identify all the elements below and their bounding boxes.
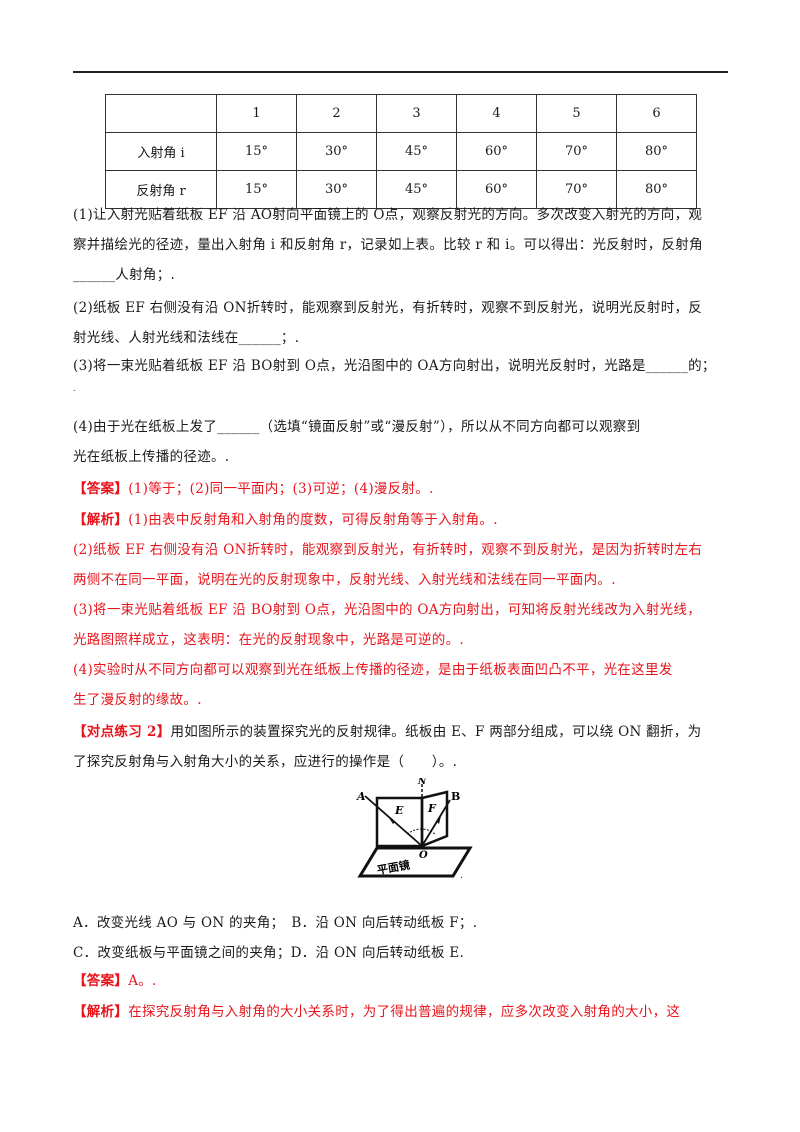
table-cell: 5 xyxy=(536,94,617,133)
answer-1: 【答案】(1)等于；(2)同一平面内；(3)可逆；(4)漫反射。. xyxy=(73,474,733,504)
table-cell: 30° xyxy=(296,132,377,171)
exercise-tag: 【对点练习 2】 xyxy=(73,724,171,740)
answer-2: 【答案】A。. xyxy=(73,966,733,996)
answer-tag: 【答案】 xyxy=(73,481,129,497)
text-line: (2)纸板 EF 右侧没有沿 ON折转时，能观察到反射光，有折转时，观察不到反射… xyxy=(73,542,703,558)
question-4: (4)由于光在纸板上发了______（选填“镜面反射”或“漫反射”），所以从不同… xyxy=(73,412,733,472)
text-line: 了探究反射角与入射角大小的关系，应进行的操作是（ ）。. xyxy=(73,754,458,770)
question-1: (1)让入射光贴着纸板 EF 沿 AO射向平面镜上的 O点，观察反射光的方向。多… xyxy=(73,200,733,290)
analysis-text: 在探究反射角与入射角的大小关系时，为了得出普遍的规律，应多次改变入射角的大小，这 xyxy=(128,1004,681,1020)
table-cell: 45° xyxy=(376,170,457,209)
reflected-ray xyxy=(421,799,451,847)
question-2: (2)纸板 EF 右侧没有沿 ON折转时，能观察到反射光，有折转时，观察不到反射… xyxy=(73,293,733,353)
table-cell xyxy=(105,94,217,133)
table-cell: 70° xyxy=(536,132,617,171)
analysis-tag: 【解析】 xyxy=(73,1004,129,1020)
text-line: ______人射角；. xyxy=(73,267,176,283)
table-header-row: 1 2 3 4 5 6 xyxy=(105,94,697,133)
table-cell: 80° xyxy=(616,132,697,171)
table-cell: 80° xyxy=(616,170,697,209)
text-line: . xyxy=(73,384,76,393)
table-row: 反射角 r 15° 30° 45° 60° 70° 80° xyxy=(105,170,697,209)
text-line: 生了漫反射的缘故。. xyxy=(73,692,202,708)
figure-trailing-dot: . xyxy=(460,870,464,881)
text-line: C．改变纸板与平面镜之间的夹角；D．沿 ON 向后转动纸板 E. xyxy=(73,945,465,961)
table-cell: 1 xyxy=(216,94,297,133)
table-cell: 15° xyxy=(216,132,297,171)
text-line: (1)由表中反射角和入射角的度数，可得反射角等于入射角。. xyxy=(128,512,498,528)
label-a: A xyxy=(356,790,366,803)
text-line: (3)将一束光贴着纸板 EF 沿 BO射到 O点，光沿图中的 OA方向射出，说明… xyxy=(73,358,716,374)
answer-text: (1)等于；(2)同一平面内；(3)可逆；(4)漫反射。. xyxy=(128,481,434,497)
table-row: 入射角 i 15° 30° 45° 60° 70° 80° xyxy=(105,132,697,171)
table-row-label: 反射角 r xyxy=(105,170,217,209)
analysis-2: 【解析】在探究反射角与入射角的大小关系时，为了得出普遍的规律，应多次改变入射角的… xyxy=(73,997,733,1027)
reflection-apparatus-diagram: N A E F B O 平面镜 xyxy=(356,778,473,878)
reflected-arrow-icon xyxy=(437,816,441,824)
board-f-shape xyxy=(420,790,449,848)
text-line: 用如图所示的装置探究光的反射规律。纸板由 E、F 两部分组成，可以绕 ON 翻折… xyxy=(170,724,702,740)
table-cell: 3 xyxy=(376,94,457,133)
text-line: (4)实验时从不同方向都可以观察到光在纸板上传播的径迹，是由于纸板表面凹凸不平，… xyxy=(73,662,673,678)
text-line: 两侧不在同一平面，说明在光的反射现象中，反射光线、入射光线和法线在同一平面内。. xyxy=(73,572,616,588)
answer-text: A。. xyxy=(128,973,157,989)
header-rule xyxy=(73,71,728,73)
text-line: (1)让入射光贴着纸板 EF 沿 AO射向平面镜上的 O点，观察反射光的方向。多… xyxy=(73,207,703,223)
text-line: 察并描绘光的径迹，量出入射角 i 和反射角 r，记录如上表。比较 r 和 i。可… xyxy=(73,237,703,253)
text-line: (3)将一束光贴着纸板 EF 沿 BO射到 O点，光沿图中的 OA方向射出，可知… xyxy=(73,602,702,618)
label-o: O xyxy=(419,850,428,861)
analysis-tag: 【解析】 xyxy=(73,512,129,528)
options: A．改变光线 AO 与 ON 的夹角； B．沿 ON 向后转动纸板 F；. C．… xyxy=(73,908,733,968)
label-mirror: 平面镜 xyxy=(376,858,411,878)
table-cell: 60° xyxy=(456,132,537,171)
table-row-label: 入射角 i xyxy=(105,132,217,171)
text-line: A．改变光线 AO 与 ON 的夹角； B．沿 ON 向后转动纸板 F；. xyxy=(73,915,478,931)
question-3: (3)将一束光贴着纸板 EF 沿 BO射到 O点，光沿图中的 OA方向射出，说明… xyxy=(73,351,733,397)
table-cell: 2 xyxy=(296,94,377,133)
table-cell: 15° xyxy=(216,170,297,209)
angle-table: 1 2 3 4 5 6 入射角 i 15° 30° 45° 60° 70° 80… xyxy=(105,94,697,209)
angle-arc xyxy=(406,828,436,835)
text-line: 光路图照样成立，这表明：在光的反射现象中，光路是可逆的。. xyxy=(73,632,464,648)
text-line: 光在纸板上传播的径迹。. xyxy=(73,449,230,465)
table-cell: 4 xyxy=(456,94,537,133)
table-cell: 45° xyxy=(376,132,457,171)
plane-mirror-shape xyxy=(357,846,473,878)
label-f: F xyxy=(427,802,437,815)
label-e: E xyxy=(394,804,404,817)
answer-tag: 【答案】 xyxy=(73,973,129,989)
text-line: (4)由于光在纸板上发了______（选填“镜面反射”或“漫反射”），所以从不同… xyxy=(73,419,641,435)
text-line: (2)纸板 EF 右侧没有沿 ON折转时，能观察到反射光，有折转时，观察不到反射… xyxy=(73,300,703,316)
incident-arrow-icon xyxy=(389,818,395,824)
label-b: B xyxy=(451,790,460,803)
text-line: 射光线、人射光线和法线在______；. xyxy=(73,330,300,346)
label-n: N xyxy=(417,778,427,787)
exercise-2: 【对点练习 2】用如图所示的装置探究光的反射规律。纸板由 E、F 两部分组成，可… xyxy=(73,717,733,777)
analysis-1: 【解析】(1)由表中反射角和入射角的度数，可得反射角等于入射角。. (2)纸板 … xyxy=(73,505,733,715)
table-cell: 6 xyxy=(616,94,697,133)
